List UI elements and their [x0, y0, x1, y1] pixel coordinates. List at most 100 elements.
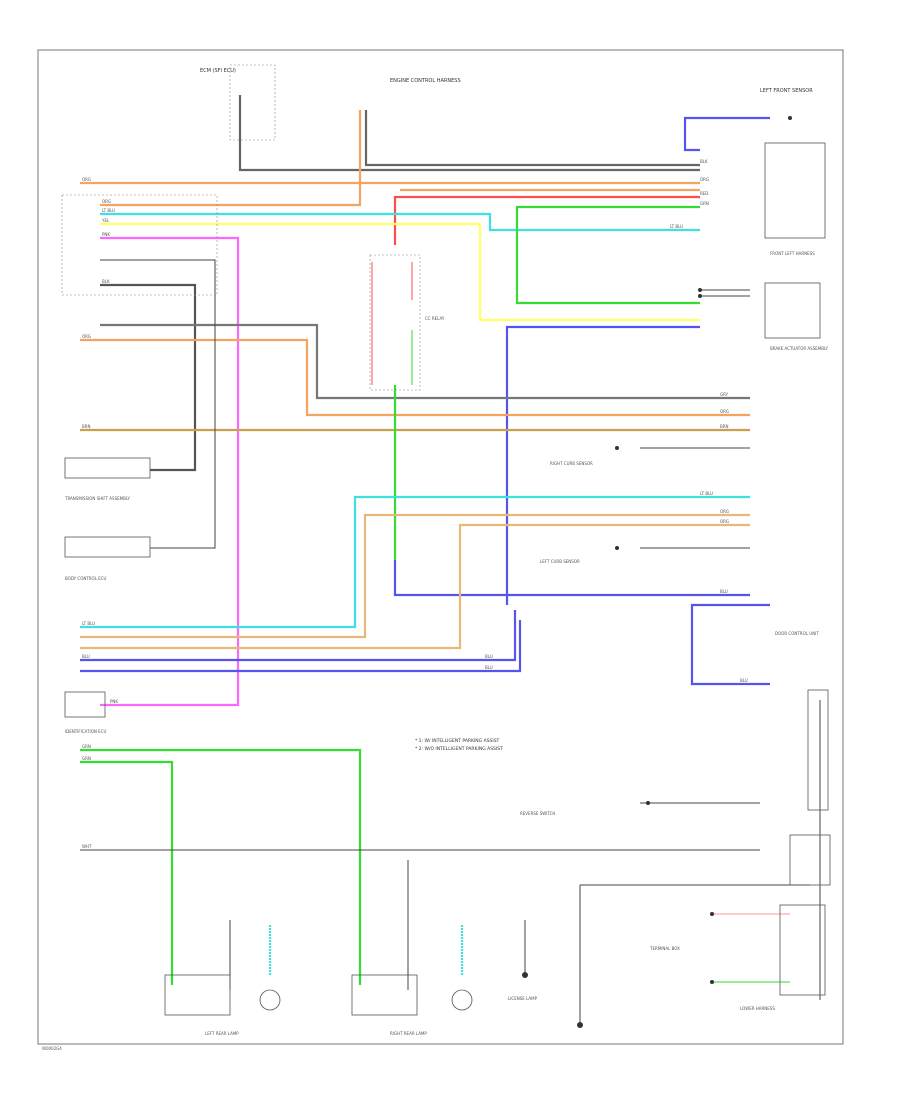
- connector-dot: [698, 294, 702, 298]
- note-2: * 2: W/O INTELLIGENT PARKING ASSIST: [415, 746, 503, 752]
- label-lower-harness: LOWER HARNESS: [740, 1006, 775, 1011]
- wire-orange-top-2: [100, 110, 362, 207]
- label-transmission: TRANSMISSION SHIFT ASSEMBLY: [64, 496, 131, 501]
- right-rear-bulb-icon: [451, 989, 473, 1011]
- component-group: [61, 64, 831, 1028]
- terminal-box: [779, 904, 826, 996]
- id-ecu-box: [64, 691, 106, 718]
- figure-id: W0002G4: [42, 1046, 62, 1051]
- wire-blue-right: [690, 603, 770, 686]
- wire-orange-mid: [80, 338, 750, 417]
- wire-label: ORG: [700, 177, 709, 182]
- wire-group: [80, 95, 821, 1025]
- note-1: * 1: W/ INTELLIGENT PARKING ASSIST: [415, 738, 500, 744]
- transmission-box: [64, 457, 151, 479]
- ecm-top-box: [229, 64, 276, 141]
- wire-gray-top-2: [364, 110, 700, 167]
- label-ecm-top: ECM (SFI ECU): [200, 68, 236, 74]
- connector-box-mid-right: [764, 282, 821, 339]
- connector-dot: [698, 288, 702, 292]
- label-door-control: DOOR CONTROL UNIT: [775, 631, 819, 636]
- wire-gray-top-1: [238, 95, 700, 172]
- wire-label: BLU: [740, 678, 748, 683]
- wire-label: LT BLU: [82, 621, 95, 626]
- wire-green-lower-1: [80, 748, 362, 985]
- wire-blue-lower-1: [80, 610, 517, 662]
- wire-red-top: [393, 195, 700, 245]
- wire-label: BLK: [700, 159, 708, 164]
- wire-tan-lower-2: [80, 523, 750, 650]
- label-engine-harness: ENGINE CONTROL HARNESS: [390, 78, 461, 84]
- label-brake-actuator: BRAKE ACTUATOR ASSEMBLY: [770, 346, 829, 351]
- wire-label: ORG: [720, 519, 729, 524]
- wire-green-lower-2: [80, 760, 174, 985]
- wire-label: ORG: [82, 177, 91, 182]
- wire-label: BLU: [485, 665, 493, 670]
- wire-label: BRN: [720, 424, 729, 429]
- wire-blue-upper: [683, 116, 770, 152]
- body-ecu-box: [64, 536, 151, 558]
- ground-icon: [577, 1022, 583, 1028]
- left-rear-lamp-box: [164, 974, 231, 1016]
- label-cc-relay: CC RELAY: [425, 316, 445, 321]
- ecu-left-box: [61, 194, 218, 296]
- wire-label: LT BLU: [700, 491, 713, 496]
- connector-box-top-right: [764, 142, 826, 239]
- wire-label: WHT: [82, 844, 92, 849]
- relay-box: [369, 254, 421, 391]
- wire-label: ORG: [82, 334, 91, 339]
- wire-gray-mid: [100, 283, 197, 472]
- wire-tan-lower-1: [80, 513, 750, 639]
- connector-dot: [646, 801, 650, 805]
- label-left-rear-lamp: LEFT REAR LAMP: [205, 1031, 239, 1036]
- label-terminal-box: TERMINAL BOX: [649, 946, 680, 951]
- wire-label: GRN: [700, 201, 709, 206]
- diagram-frame: [37, 49, 844, 1045]
- wire-label: BLU: [720, 589, 728, 594]
- wire-label: PNK: [102, 232, 110, 237]
- wire-label: PNK: [110, 699, 118, 704]
- wire-label: BRN: [82, 424, 91, 429]
- connector-dot: [788, 116, 792, 120]
- wire-magenta: [100, 236, 240, 707]
- label-front-left-harness: FRONT LEFT HARNESS: [770, 251, 815, 256]
- connector-dot-group: [615, 116, 792, 984]
- wire-label-group: ORG ORG LT BLU YEL PNK BLK ORG BRN LT BL…: [82, 159, 748, 849]
- wire-blue-lower-2: [80, 620, 522, 673]
- wire-label: ORG: [102, 199, 111, 204]
- label-right-rear-lamp: RIGHT REAR LAMP: [390, 1031, 427, 1036]
- right-bottom-box: [789, 834, 831, 886]
- label-body-ecu: BODY CONTROL ECU: [65, 576, 107, 581]
- wire-label: ORG: [720, 509, 729, 514]
- license-lamp-icon: [522, 972, 528, 978]
- wire-blue-mid: [505, 325, 700, 605]
- wire-thin-7: [100, 259, 216, 549]
- label-identification-ecu: IDENTIFICATION ECU: [65, 729, 106, 734]
- wire-label: BLK: [102, 279, 110, 284]
- label-license-lamp: LICENSE LAMP: [508, 996, 538, 1001]
- wire-blue-relay: [393, 560, 750, 597]
- label-group: ECM (SFI ECU) ENGINE CONTROL HARNESS LEF…: [42, 68, 829, 1051]
- connector-dot: [615, 546, 619, 550]
- connector-dot: [710, 980, 714, 984]
- wire-green-upper: [515, 205, 700, 305]
- wire-label: BLU: [82, 654, 90, 659]
- wire-label: RED: [700, 191, 708, 196]
- wire-cyan-top: [100, 212, 700, 232]
- left-rear-bulb-icon: [259, 989, 281, 1011]
- right-side-connector: [807, 689, 829, 811]
- wire-gray-mid-2: [100, 323, 750, 400]
- connector-dot: [710, 912, 714, 916]
- wire-label: YEL: [101, 218, 110, 223]
- wire-label: ORG: [720, 409, 729, 414]
- wire-label: GRY: [720, 392, 729, 397]
- wire-label: GRN: [82, 756, 91, 761]
- label-reverse-sw: REVERSE SWITCH: [520, 811, 555, 816]
- label-left-cc-sensor: LEFT CURB SENSOR: [540, 559, 580, 564]
- label-left-front-sensor: LEFT FRONT SENSOR: [760, 88, 813, 94]
- label-right-cc-sensor: RIGHT CURB SENSOR: [550, 461, 593, 466]
- wire-label: LT BLU: [670, 224, 683, 229]
- wire-label: BLU: [485, 654, 493, 659]
- right-rear-lamp-box: [351, 974, 418, 1016]
